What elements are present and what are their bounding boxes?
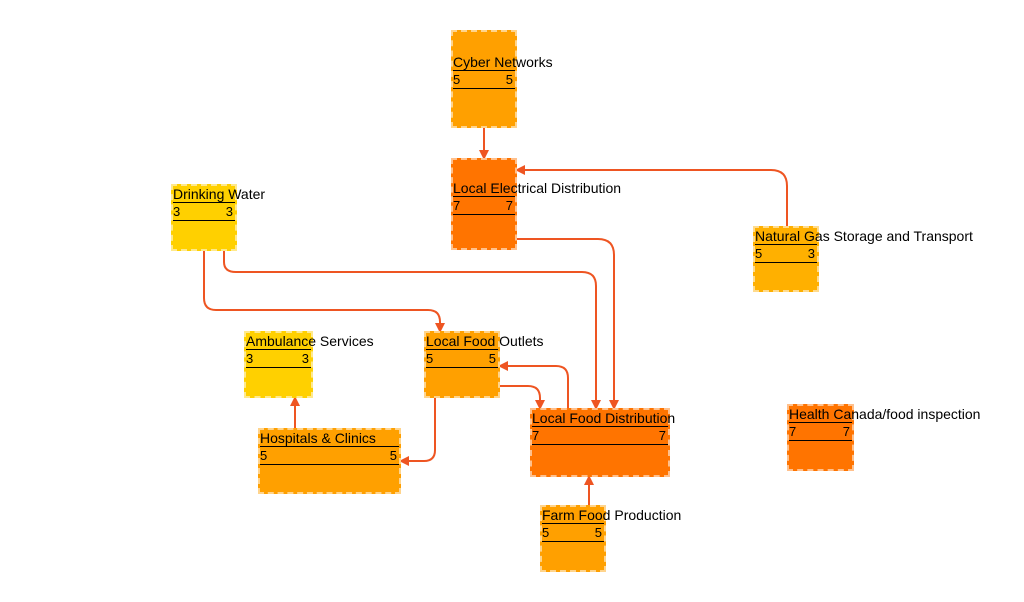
node-label-underline — [542, 523, 604, 524]
node-value-right: 3 — [807, 246, 815, 261]
node-value-left: 7 — [453, 198, 461, 213]
node-label-underline — [789, 422, 852, 423]
node-label: Ambulance Services — [246, 333, 374, 349]
node-label-underline — [173, 202, 235, 203]
edge-elec-to-fooddist — [517, 238, 619, 410]
node-label-underline — [755, 244, 817, 245]
node-label-underline — [453, 196, 515, 197]
node-label-underline — [453, 70, 515, 71]
node-value-right: 5 — [505, 72, 513, 87]
node-label-underline — [246, 349, 311, 350]
node-label: Local Electrical Distribution — [453, 180, 622, 196]
node-label: Cyber Networks — [453, 54, 553, 70]
node-value-left: 5 — [755, 246, 763, 261]
node-value-left: 5 — [542, 525, 550, 540]
node-label: Hospitals & Clinics — [260, 430, 376, 446]
node-value-left: 5 — [453, 72, 461, 87]
node-label: Health Canada/food inspection — [789, 406, 981, 422]
node-value-left: 5 — [426, 351, 434, 366]
node-label: Local Food Outlets — [426, 333, 544, 349]
node-value-right: 7 — [842, 424, 850, 439]
node-value-right: 3 — [301, 351, 309, 366]
node-value-left: 3 — [173, 204, 181, 219]
edge-water-to-fooddist — [223, 251, 601, 410]
node-label-underline — [260, 446, 399, 447]
node-label-underline — [532, 426, 668, 427]
node-value-right: 7 — [505, 198, 513, 213]
edge-gas-to-elec — [515, 165, 788, 226]
node-value-right: 5 — [488, 351, 496, 366]
node-value-right: 5 — [594, 525, 602, 540]
node-label: Natural Gas Storage and Transport — [755, 228, 973, 244]
edge-outlets-to-fooddist — [500, 385, 545, 410]
node-value-right: 5 — [389, 448, 397, 463]
node-label-underline — [426, 349, 498, 350]
node-label: Drinking Water — [173, 186, 266, 202]
edge-fooddist-to-outlets — [498, 361, 569, 408]
node-value-left: 7 — [532, 428, 540, 443]
node-label: Farm Food Production — [542, 507, 682, 523]
node-value-left: 3 — [246, 351, 254, 366]
edge-water-to-outlets — [203, 251, 445, 333]
node-value-left: 5 — [260, 448, 268, 463]
node-value-right: 3 — [225, 204, 233, 219]
node-label: Local Food Distribution — [532, 410, 676, 426]
node-value-right: 7 — [658, 428, 666, 443]
edge-outlets-to-hospitals — [399, 398, 436, 466]
node-value-left: 7 — [789, 424, 797, 439]
